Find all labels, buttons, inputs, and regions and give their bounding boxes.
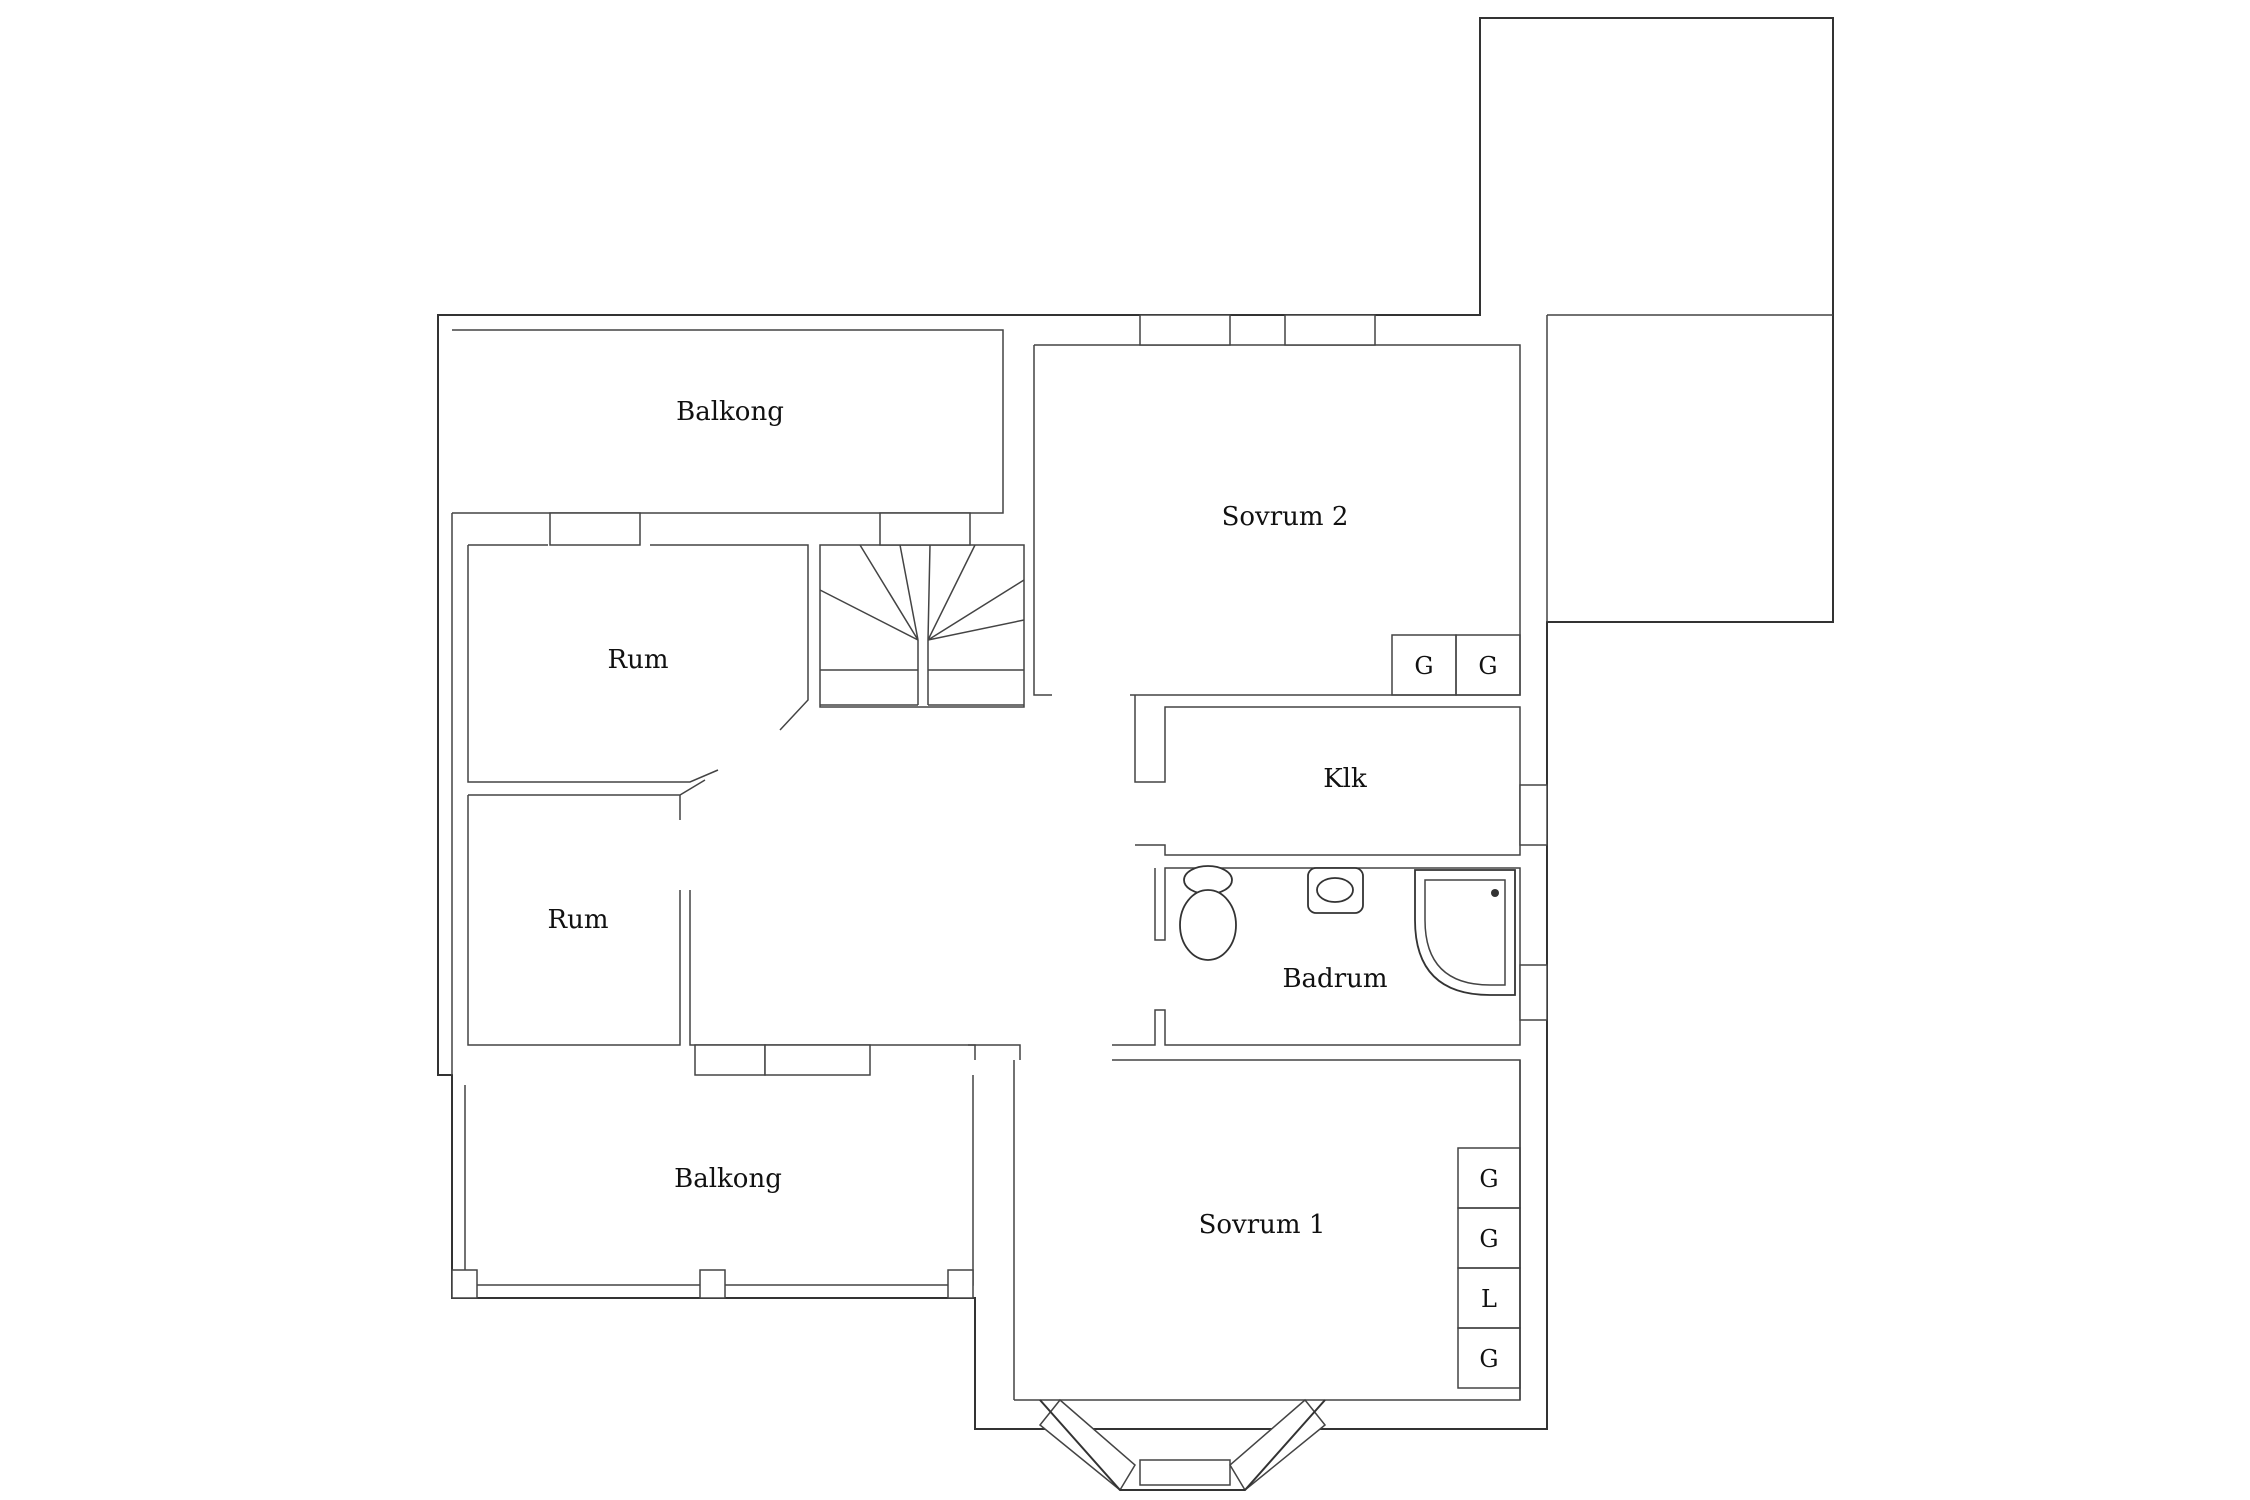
closet-sovrum1-4: G	[1479, 1345, 1498, 1373]
windows	[451, 314, 1548, 1492]
sink-icon	[1307, 867, 1364, 914]
room-label-balkong-top: Balkong	[676, 397, 784, 427]
closet-sovrum1-3: L	[1481, 1285, 1497, 1313]
closet-sovrum1-1: G	[1479, 1165, 1498, 1193]
closet-sovrum2-1: G	[1414, 652, 1433, 680]
closet-sovrum1-2: G	[1479, 1225, 1498, 1253]
closet-sovrum2-2: G	[1478, 652, 1497, 680]
room-labels: Balkong Sovrum 2 Rum Klk Rum Badrum Balk…	[548, 397, 1388, 1240]
bay-window	[1039, 1399, 1326, 1491]
room-label-rum-lower: Rum	[548, 905, 609, 935]
room-label-sovrum2: Sovrum 2	[1222, 502, 1349, 532]
room-label-sovrum1: Sovrum 1	[1199, 1210, 1326, 1240]
room-label-balkong-bottom: Balkong	[674, 1164, 782, 1194]
room-label-klk: Klk	[1323, 764, 1367, 794]
room-label-badrum: Badrum	[1282, 964, 1387, 994]
shower-icon	[1414, 869, 1516, 996]
closets-sovrum1: G G L G	[1457, 1147, 1521, 1389]
toilet-icon	[1179, 865, 1237, 961]
closets-sovrum2: G G	[1391, 634, 1521, 696]
room-label-rum-upper: Rum	[608, 645, 669, 675]
